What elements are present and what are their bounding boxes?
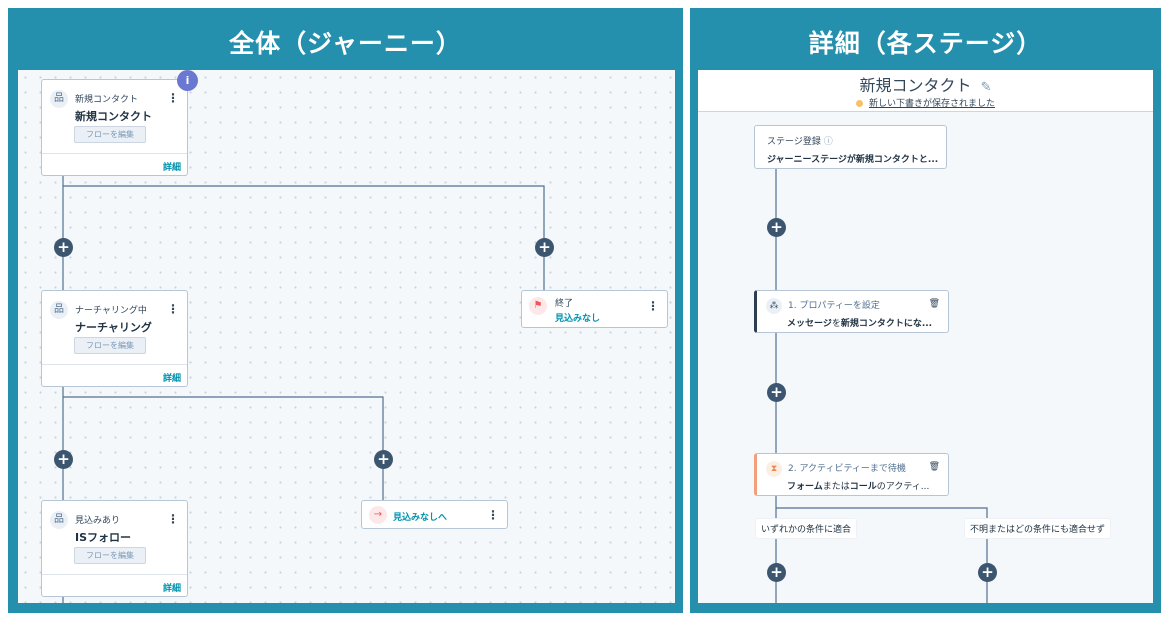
branch-label-no-match: 不明またはどの条件にも適合せず bbox=[965, 519, 1111, 538]
detail-panel-title: 詳細（各ステージ） bbox=[808, 29, 1043, 58]
more-options-icon[interactable]: ⋮ bbox=[647, 299, 659, 313]
stage-card-prospect[interactable]: 品 見込みあり ISフォロー ⋮ フローを編集 詳細 bbox=[41, 500, 188, 597]
branch-label-match: いずれかの条件に適合 bbox=[756, 519, 857, 538]
stage-tree-icon: 品 bbox=[50, 90, 68, 108]
property-icon: ⁂ bbox=[766, 298, 782, 314]
enrollment-label: ステージ登録 ⓘ bbox=[767, 137, 833, 147]
stage-card-label: ナーチャリング中 bbox=[75, 306, 147, 316]
details-link[interactable]: 詳細 bbox=[162, 584, 181, 594]
add-action-button[interactable]: + bbox=[767, 218, 786, 237]
stage-card-name: ISフォロー bbox=[75, 531, 132, 544]
add-action-button[interactable]: + bbox=[978, 563, 997, 582]
add-step-button[interactable]: + bbox=[54, 238, 73, 257]
goto-link[interactable]: 見込みなしへ bbox=[393, 513, 448, 523]
card-divider bbox=[42, 574, 187, 575]
more-options-icon[interactable]: ⋮ bbox=[167, 302, 179, 316]
info-icon: ⓘ bbox=[823, 137, 833, 147]
stage-tree-icon: 品 bbox=[50, 511, 68, 529]
card-divider bbox=[42, 364, 187, 365]
action-card-set-property[interactable]: ⁂ 1. プロパティーを設定 🗑 メッセージを新規コンタクトにな... bbox=[754, 290, 949, 333]
more-options-icon[interactable]: ⋮ bbox=[167, 91, 179, 105]
action-label: 2. アクティビティーまで待機 bbox=[788, 464, 906, 474]
more-options-icon[interactable]: ⋮ bbox=[167, 512, 179, 526]
arrow-right-icon: → bbox=[369, 506, 387, 524]
edit-flow-button[interactable]: フローを編集 bbox=[74, 126, 146, 143]
add-step-button[interactable]: + bbox=[535, 238, 554, 257]
stage-header: 新規コンタクト ✎ 新しい下書きが保存されました bbox=[698, 70, 1153, 112]
add-action-button[interactable]: + bbox=[767, 383, 786, 402]
add-step-button[interactable]: + bbox=[374, 450, 393, 469]
stage-card-new-contact[interactable]: 品 新規コンタクト 新規コンタクト ⋮ フローを編集 詳細 bbox=[41, 79, 188, 176]
stage-canvas: 新規コンタクト ✎ 新しい下書きが保存されました ステージ登録 ⓘ ジャーニース… bbox=[698, 70, 1153, 603]
action-text: フォームまたはコールのアクティ... bbox=[787, 482, 930, 492]
save-status: 新しい下書きが保存されました bbox=[698, 96, 1153, 109]
status-dot-icon bbox=[855, 100, 863, 107]
stage-card-label: 見込みあり bbox=[75, 516, 121, 526]
more-options-icon[interactable]: ⋮ bbox=[487, 508, 499, 522]
trash-icon[interactable]: 🗑 bbox=[928, 462, 940, 472]
action-text: メッセージを新規コンタクトにな... bbox=[787, 319, 933, 329]
enrollment-card[interactable]: ステージ登録 ⓘ ジャーニーステージが新規コンタクトと... bbox=[754, 125, 947, 169]
details-link[interactable]: 詳細 bbox=[162, 374, 181, 384]
action-card-wait[interactable]: ⧗ 2. アクティビティーまで待機 🗑 フォームまたはコールのアクティ... bbox=[754, 453, 949, 496]
end-link[interactable]: 見込みなし bbox=[555, 314, 601, 324]
end-card[interactable]: ⚑ 終了 見込みなし ⋮ bbox=[521, 290, 668, 328]
stage-card-nurturing[interactable]: 品 ナーチャリング中 ナーチャリング ⋮ フローを編集 詳細 bbox=[41, 290, 188, 387]
stage-title-text: 新規コンタクト bbox=[859, 76, 972, 95]
stage-title: 新規コンタクト ✎ bbox=[698, 72, 1153, 96]
add-action-button[interactable]: + bbox=[767, 563, 786, 582]
stage-card-name: 新規コンタクト bbox=[75, 110, 152, 123]
stage-card-name: ナーチャリング bbox=[75, 321, 152, 334]
goto-card[interactable]: → 見込みなしへ ⋮ bbox=[361, 500, 508, 529]
edit-flow-button[interactable]: フローを編集 bbox=[74, 547, 146, 564]
info-icon[interactable]: i bbox=[177, 70, 198, 91]
action-label: 1. プロパティーを設定 bbox=[788, 301, 880, 311]
hourglass-icon: ⧗ bbox=[766, 461, 782, 477]
edit-flow-button[interactable]: フローを編集 bbox=[74, 337, 146, 354]
end-label: 終了 bbox=[555, 299, 574, 309]
add-step-button[interactable]: + bbox=[54, 450, 73, 469]
flag-icon: ⚑ bbox=[529, 297, 547, 315]
pencil-icon[interactable]: ✎ bbox=[980, 80, 992, 95]
card-divider bbox=[42, 153, 187, 154]
journey-canvas: 品 新規コンタクト 新規コンタクト ⋮ フローを編集 詳細 i + + + + … bbox=[18, 70, 675, 603]
stage-card-label: 新規コンタクト bbox=[75, 95, 139, 105]
trash-icon[interactable]: 🗑 bbox=[928, 299, 940, 309]
enrollment-text: ジャーニーステージが新規コンタクトと... bbox=[767, 155, 939, 165]
overview-panel-title: 全体（ジャーニー） bbox=[229, 29, 462, 58]
details-link[interactable]: 詳細 bbox=[162, 163, 181, 173]
stage-tree-icon: 品 bbox=[50, 301, 68, 319]
save-status-text: 新しい下書きが保存されました bbox=[868, 99, 995, 109]
